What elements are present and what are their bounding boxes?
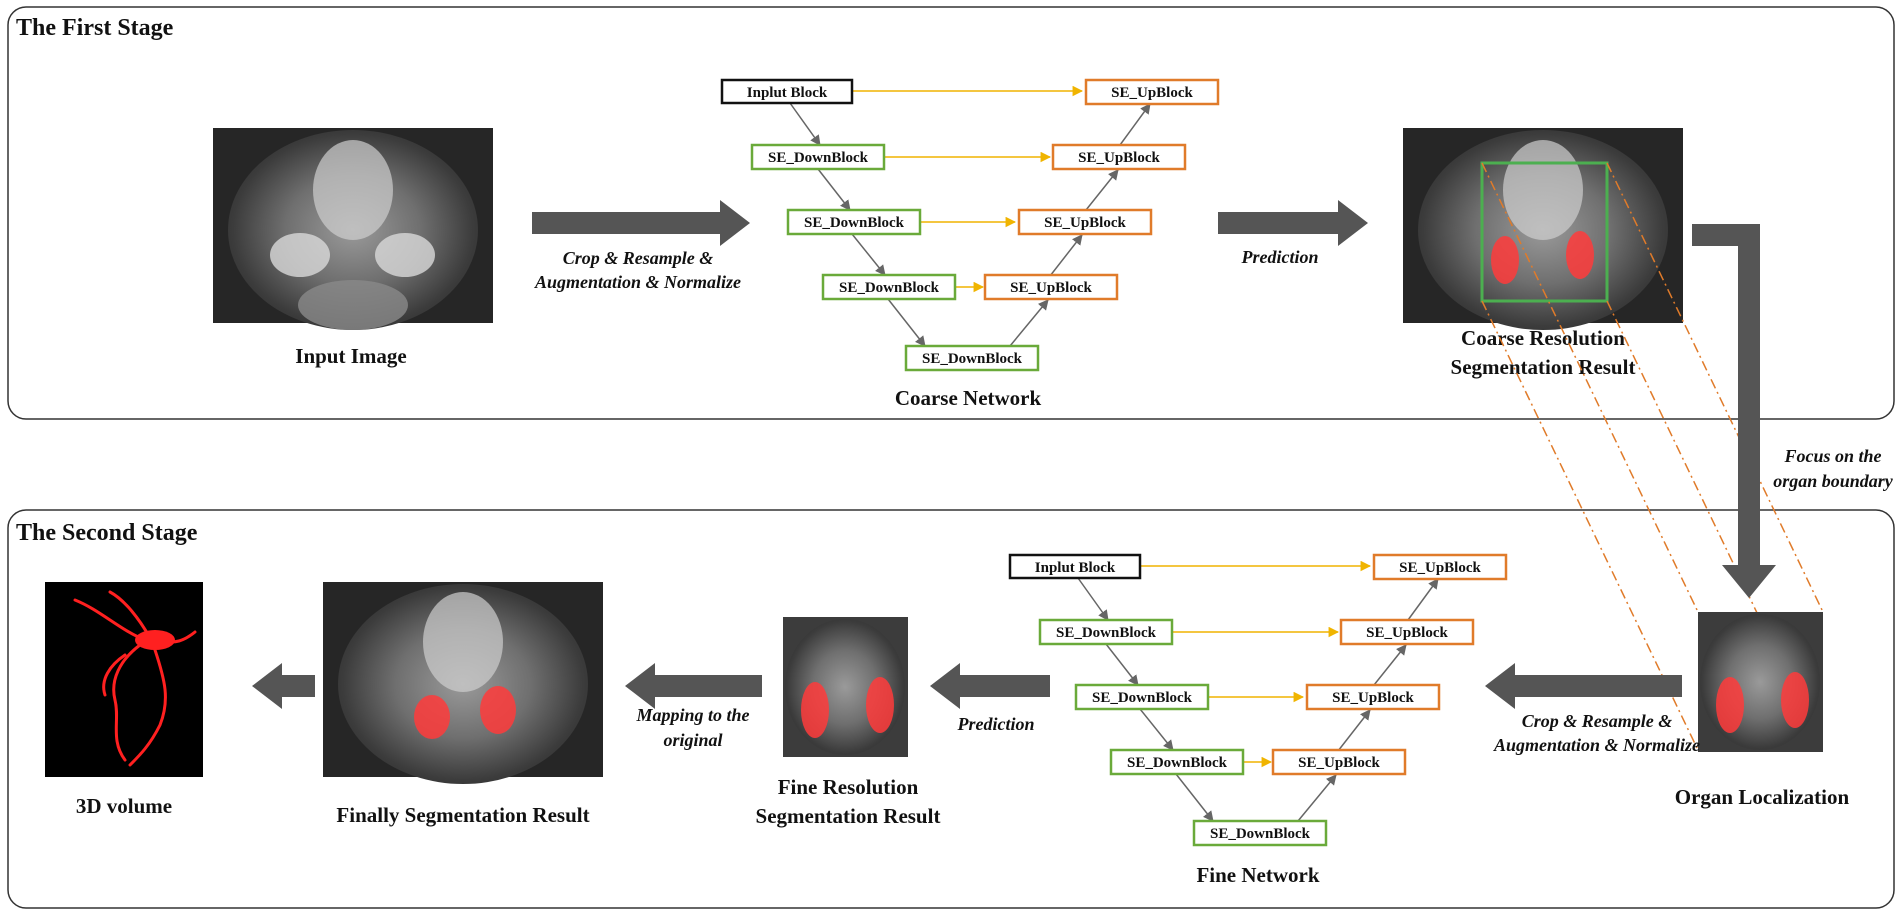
- coarse-result-label-line2: Segmentation Result: [1451, 355, 1636, 379]
- organ-localization-label: Organ Localization: [1675, 785, 1850, 809]
- coarse-network: Inplut Block SE_DownBlock SE_DownBlock S…: [720, 78, 1220, 372]
- second-stage-frame: [7, 509, 1895, 909]
- 3d-volume-label: 3D volume: [76, 794, 172, 818]
- fine-input-block: Inplut Block: [1035, 560, 1116, 576]
- preprocess-second-line2: Augmentation & Normalize: [1493, 735, 1700, 755]
- fine-down-block-2: SE_DownBlock: [1092, 690, 1193, 706]
- second-stage-title: The Second Stage: [16, 520, 198, 546]
- fine-up-block-1: SE_UpBlock: [1298, 755, 1380, 771]
- input-image-label: Input Image: [295, 344, 406, 368]
- fine-network: Inplut Block SE_DownBlock SE_DownBlock S…: [1008, 553, 1508, 847]
- focus-label-line1: Focus on the: [1783, 446, 1881, 466]
- flow-arrow-mapping: [625, 663, 762, 709]
- flow-arrow-focus: [1692, 224, 1776, 598]
- coarse-down-block-4: SE_DownBlock: [922, 351, 1023, 367]
- preprocess-second-line1: Crop & Resample &: [1522, 711, 1673, 731]
- fine-up-block-3: SE_UpBlock: [1366, 625, 1448, 641]
- first-stage-title: The First Stage: [16, 15, 174, 41]
- coarse-result-image: [1403, 128, 1683, 330]
- focus-label-line2: organ boundary: [1773, 471, 1894, 491]
- organ-localization-image: [1698, 612, 1823, 752]
- coarse-up-block-1: SE_UpBlock: [1010, 280, 1092, 296]
- coarse-up-block-2: SE_UpBlock: [1044, 215, 1126, 231]
- fine-down-block-4: SE_DownBlock: [1210, 826, 1311, 842]
- coarse-down-block-2: SE_DownBlock: [804, 215, 905, 231]
- fine-result-label-line2: Segmentation Result: [756, 804, 941, 828]
- flow-arrow-prediction-fine: [930, 663, 1050, 709]
- 3d-volume-image: [45, 582, 203, 777]
- fine-down-block-3: SE_DownBlock: [1127, 755, 1228, 771]
- final-segmentation-image: [323, 582, 603, 784]
- preprocess-label-line1: Crop & Resample &: [563, 248, 714, 268]
- coarse-result-label-line1: Coarse Resolution: [1461, 326, 1625, 350]
- fine-up-block-2: SE_UpBlock: [1332, 690, 1414, 706]
- fine-down-block-1: SE_DownBlock: [1056, 625, 1157, 641]
- flow-arrow-preprocess: [532, 200, 750, 246]
- coarse-down-block-3: SE_DownBlock: [839, 280, 940, 296]
- fine-result-image: [783, 617, 908, 757]
- coarse-up-block-3: SE_UpBlock: [1078, 150, 1160, 166]
- coarse-up-block-4: SE_UpBlock: [1111, 85, 1193, 101]
- flow-arrow-preprocess-second: [1485, 663, 1682, 709]
- fine-result-label-line1: Fine Resolution: [778, 775, 919, 799]
- coarse-down-block-1: SE_DownBlock: [768, 150, 869, 166]
- input-mri-image: [213, 128, 493, 330]
- first-stage-frame: [7, 6, 1895, 420]
- fine-up-block-4: SE_UpBlock: [1399, 560, 1481, 576]
- preprocess-label-line2: Augmentation & Normalize: [534, 272, 741, 292]
- prediction-label-coarse: Prediction: [1241, 247, 1319, 267]
- mapping-label-line1: Mapping to the: [635, 705, 749, 725]
- flow-arrow-prediction-coarse: [1218, 200, 1368, 246]
- coarse-input-block: Inplut Block: [747, 85, 828, 101]
- flow-arrow-3d: [252, 663, 315, 709]
- fine-network-label: Fine Network: [1196, 863, 1319, 887]
- prediction-label-fine: Prediction: [957, 714, 1035, 734]
- mapping-label-line2: original: [663, 730, 722, 750]
- final-segmentation-label: Finally Segmentation Result: [336, 803, 589, 827]
- coarse-network-label: Coarse Network: [895, 386, 1042, 410]
